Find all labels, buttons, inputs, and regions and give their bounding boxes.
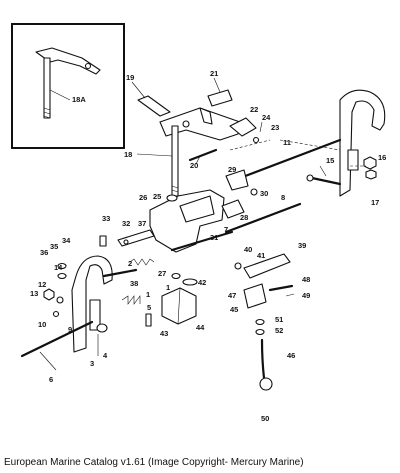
lever-39-41 [234, 253, 291, 279]
plate-28 [221, 199, 245, 219]
callout-52: 52 [275, 326, 283, 335]
callout-15: 15 [326, 156, 334, 165]
callout-32: 32 [122, 219, 130, 228]
exploded-parts-diagram: 18A 19 21 22 24 23 18 20 11 16 15 17 29 … [11, 23, 386, 423]
left-clamp-bracket [71, 255, 113, 353]
callout-28: 28 [240, 213, 248, 222]
link-32-37 [99, 229, 155, 247]
callout-27: 27 [158, 269, 166, 278]
callout-44: 44 [196, 323, 205, 332]
callout-36: 36 [40, 248, 48, 257]
inset-frame [11, 23, 125, 149]
clamp-bracket-plate [159, 107, 241, 141]
washer-27 [171, 272, 181, 280]
swivel-bracket-26 [149, 189, 225, 253]
washers-34-36 [57, 262, 67, 280]
screw-48-49 [268, 284, 295, 297]
callout-49: 49 [302, 291, 310, 300]
callout-14: 14 [54, 263, 63, 272]
callout-26: 26 [139, 193, 147, 202]
rod-7 [170, 230, 234, 252]
callout-29: 29 [228, 165, 236, 174]
callout-1-right: 1 [166, 283, 170, 292]
callout-19: 19 [126, 73, 134, 82]
washers-51-52 [255, 318, 265, 336]
callout-34: 34 [62, 236, 71, 245]
callout-37: 37 [138, 219, 146, 228]
callout-17: 17 [371, 198, 379, 207]
callout-6: 6 [49, 375, 53, 384]
washer-25 [166, 194, 178, 202]
callout-11: 11 [283, 138, 291, 147]
callout-1: 1 [146, 290, 150, 299]
callout-48: 48 [302, 275, 310, 284]
nut-12-13-14 [43, 288, 64, 318]
callout-13: 13 [30, 289, 38, 298]
callout-4: 4 [103, 351, 108, 360]
bracket-21 [207, 77, 233, 107]
callout-8: 8 [281, 193, 285, 202]
callout-50: 50 [261, 414, 269, 423]
callout-47: 47 [228, 291, 236, 300]
callout-7: 7 [224, 225, 228, 234]
bolt-3-4 [96, 323, 108, 356]
callout-18a: 18A [72, 95, 86, 104]
callout-31: 31 [210, 233, 218, 242]
spring-31 [129, 258, 155, 266]
bracket-45-47 [243, 283, 267, 309]
screw-23-24 [252, 121, 263, 144]
callout-20: 20 [190, 161, 198, 170]
callout-39: 39 [298, 241, 306, 250]
bracket-29-30 [225, 169, 258, 196]
callout-5: 5 [147, 303, 151, 312]
callout-45: 45 [230, 305, 238, 314]
bracket-19 [131, 81, 171, 117]
callout-21: 21 [210, 69, 218, 78]
callout-38: 38 [130, 279, 138, 288]
callout-25: 25 [153, 192, 161, 201]
callout-18: 18 [124, 150, 132, 159]
spring-2 [121, 295, 141, 305]
callout-labels: 18A 19 21 22 24 23 18 20 11 16 15 17 29 … [30, 69, 386, 423]
callout-40: 40 [244, 245, 252, 254]
bracket-22 [229, 117, 257, 137]
pin-5 [145, 313, 152, 327]
callout-22: 22 [250, 105, 258, 114]
bolt-15 [306, 165, 342, 186]
callout-33: 33 [102, 214, 110, 223]
block-43-44 [161, 287, 197, 325]
rod-18 [136, 125, 179, 197]
right-clamp-bracket [339, 89, 386, 197]
callout-35: 35 [50, 242, 58, 251]
callout-51: 51 [275, 315, 283, 324]
callout-16: 16 [378, 153, 386, 162]
callout-23: 23 [271, 123, 279, 132]
callout-30: 30 [260, 189, 268, 198]
pin-20 [188, 148, 218, 165]
callout-24: 24 [262, 113, 271, 122]
callout-9: 9 [68, 325, 72, 334]
callout-41: 41 [257, 251, 265, 260]
callout-10: 10 [38, 320, 46, 329]
callout-42: 42 [198, 278, 206, 287]
rod-8 [224, 202, 302, 234]
callout-3: 3 [90, 359, 94, 368]
bolt-38 [102, 268, 138, 278]
nut-16-17 [350, 156, 377, 180]
rod-6 [20, 320, 94, 371]
inset-part-18a [35, 47, 101, 119]
callout-46: 46 [287, 351, 295, 360]
callout-43: 43 [160, 329, 168, 338]
cable-46-50 [259, 338, 273, 391]
callout-2: 2 [128, 259, 132, 268]
tube-11 [229, 138, 342, 180]
callout-12: 12 [38, 280, 46, 289]
collar-42 [182, 278, 198, 286]
image-caption: European Marine Catalog v1.61 (Image Cop… [4, 457, 304, 468]
